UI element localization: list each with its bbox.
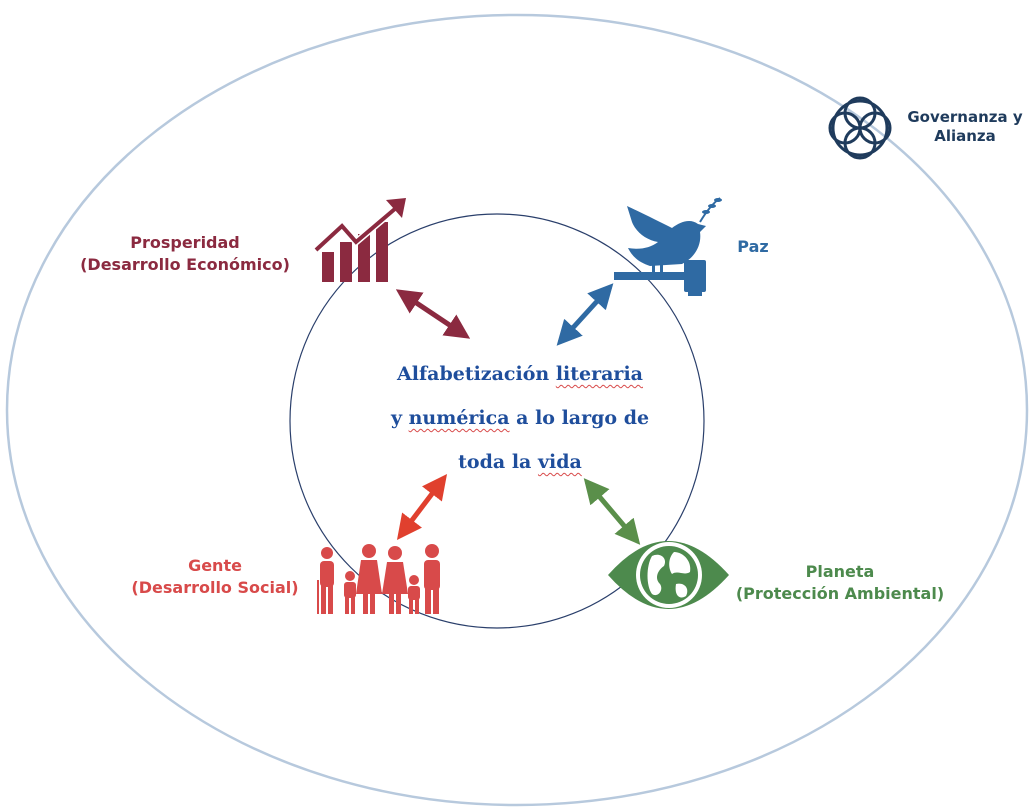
growth-chart-icon xyxy=(313,198,406,282)
paz-title: Paz xyxy=(737,237,769,256)
dove-gavel-icon xyxy=(614,197,722,296)
gente-title: Gente xyxy=(188,556,242,575)
prosperidad-subtitle: (Desarrollo Económico) xyxy=(80,255,290,274)
arrow-prosperidad xyxy=(395,289,471,339)
prosperidad-title: Prosperidad xyxy=(130,233,240,252)
planeta-subtitle: (Protección Ambiental) xyxy=(735,584,945,603)
arrow-gente xyxy=(396,474,448,540)
central-line-1: Alfabetización literaria xyxy=(397,363,643,385)
gente-subtitle: (Desarrollo Social) xyxy=(131,578,299,597)
central-concept: Alfabetización literaria y numérica a lo… xyxy=(360,352,680,484)
central-line-2: y numérica a lo largo de xyxy=(390,407,650,429)
label-prosperidad: Prosperidad (Desarrollo Económico) xyxy=(70,232,300,276)
family-icon xyxy=(317,544,440,614)
arrow-planeta xyxy=(583,478,641,545)
label-paz: Paz xyxy=(728,236,778,258)
inner-circle xyxy=(289,213,705,629)
planeta-title: Planeta xyxy=(805,562,875,581)
governanza-title: Governanza y xyxy=(907,108,1023,126)
governanza-subtitle: Alianza xyxy=(934,127,996,145)
label-gente: Gente (Desarrollo Social) xyxy=(128,555,302,599)
label-governanza: Governanza y Alianza xyxy=(898,108,1032,146)
globe-eye-icon xyxy=(608,541,729,609)
outer-ellipse xyxy=(5,13,1029,807)
central-line-3: toda la vida xyxy=(458,451,582,473)
interlinked-circles-icon xyxy=(828,96,892,160)
arrow-paz xyxy=(556,283,614,346)
label-planeta: Planeta (Protección Ambiental) xyxy=(728,561,952,605)
